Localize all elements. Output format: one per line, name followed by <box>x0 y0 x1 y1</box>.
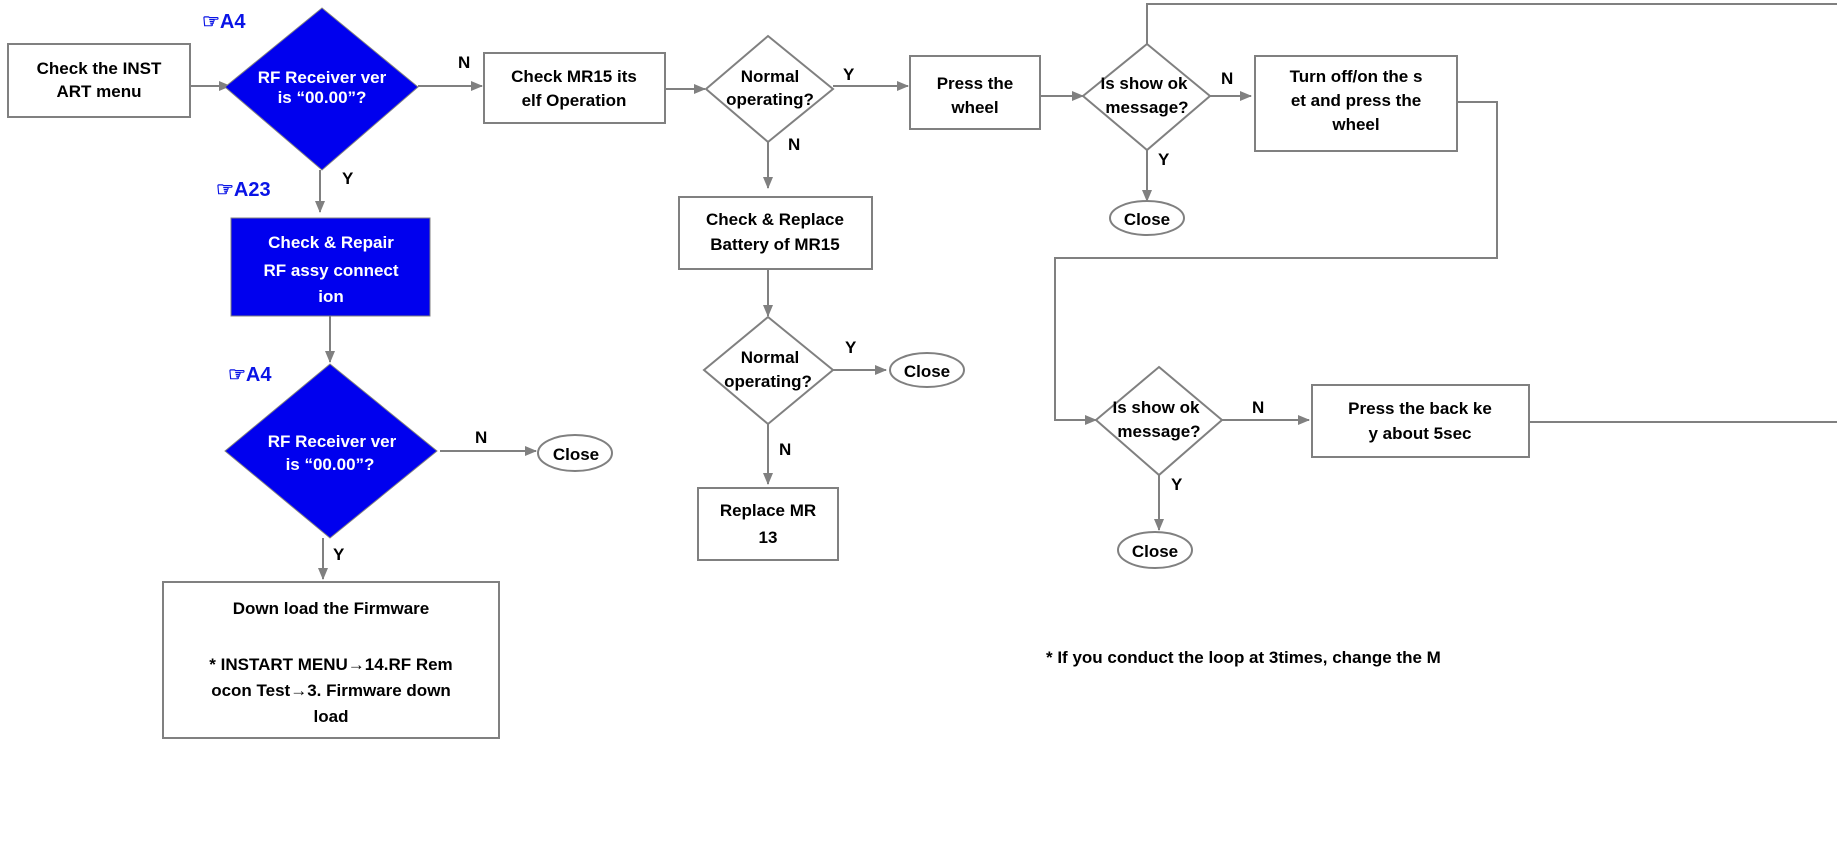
edge-label-n-show-ok-1: N <box>1221 69 1233 88</box>
process-check-replace-battery: Check & Replace Battery of MR15 <box>678 196 873 270</box>
process-press-wheel-line2: wheel <box>950 98 998 117</box>
process-check-inst-art: Check the INST ART menu <box>7 43 191 118</box>
edge-label-n-normal-1: N <box>788 135 800 154</box>
edge-label-y-show-ok-2: Y <box>1171 475 1183 494</box>
decision-show-ok-1-line1: Is show ok <box>1101 74 1188 93</box>
decision-rf-receiver-bottom-line2: is “00.00”? <box>286 455 375 474</box>
edge-label-y-rf-bottom: Y <box>333 545 345 564</box>
download-firmware-note-line1: * INSTART MENU→14.RF Rem <box>209 655 452 674</box>
process-download-firmware: Down load the Firmware * INSTART MENU→14… <box>162 581 500 739</box>
terminator-close-2: Close <box>889 352 965 388</box>
process-press-back-key-line1: Press the back ke <box>1348 399 1492 418</box>
decision-normal-operating-2-line2: operating? <box>724 372 812 391</box>
decision-rf-receiver-top-line1: RF Receiver ver <box>258 68 387 87</box>
process-turn-off-on-line1: Turn off/on the s <box>1290 67 1423 86</box>
edge-label-n-rf-top: N <box>458 53 470 72</box>
edge-label-y-rf-top: Y <box>342 169 354 188</box>
process-check-inst-art-line2: ART menu <box>57 82 142 101</box>
process-turn-off-on: Turn off/on the s et and press the wheel <box>1254 55 1458 152</box>
reference-a23: ☞A23 <box>216 179 271 201</box>
decision-rf-receiver-bottom-line1: RF Receiver ver <box>268 432 397 451</box>
decision-show-ok-1-line2: message? <box>1105 98 1188 117</box>
process-press-wheel-line1: Press the <box>937 74 1014 93</box>
download-firmware-note-line2: ocon Test→3. Firmware down <box>211 681 451 700</box>
decision-show-ok-2-line2: message? <box>1117 422 1200 441</box>
process-press-back-key-line2: y about 5sec <box>1369 424 1472 443</box>
edge-label-n-normal-2: N <box>779 440 791 459</box>
decision-normal-operating-1: Normal operating? <box>704 34 835 144</box>
process-check-mr15-line2: elf Operation <box>522 91 627 110</box>
process-check-repair-rf-line3: ion <box>318 287 344 306</box>
reference-a4-top: ☞A4 <box>202 11 246 33</box>
process-check-repair-rf-line2: RF assy connect <box>263 261 398 280</box>
terminator-close-4-label: Close <box>1132 542 1178 561</box>
terminator-close-1: Close <box>1109 200 1185 236</box>
terminator-close-4: Close <box>1117 531 1193 569</box>
process-check-mr15: Check MR15 its elf Operation <box>483 52 666 124</box>
edge-loop-top <box>1146 3 1837 44</box>
decision-show-ok-1: Is show ok message? <box>1081 42 1212 152</box>
terminator-close-1-label: Close <box>1124 210 1170 229</box>
process-check-mr15-line1: Check MR15 its <box>511 67 637 86</box>
edge-label-n-rf-bottom: N <box>475 428 487 447</box>
edge-label-y-show-ok-1: Y <box>1158 150 1170 169</box>
decision-normal-operating-1-line2: operating? <box>726 90 814 109</box>
download-firmware-title: Down load the Firmware <box>233 599 429 618</box>
edge-turnoff-to-showok2 <box>1054 101 1498 425</box>
decision-normal-operating-2-line1: Normal <box>741 348 800 367</box>
process-check-replace-battery-line1: Check & Replace <box>706 210 844 229</box>
process-turn-off-on-line2: et and press the <box>1291 91 1421 110</box>
terminator-close-3: Close <box>537 434 613 472</box>
download-firmware-note-line3: load <box>314 707 349 726</box>
decision-normal-operating-2: Normal operating? <box>702 315 835 426</box>
decision-rf-receiver-bottom: RF Receiver ver is “00.00”? <box>224 363 438 539</box>
process-replace-mr13: Replace MR 13 <box>697 487 839 561</box>
terminator-close-2-label: Close <box>904 362 950 381</box>
decision-normal-operating-1-line1: Normal <box>741 67 800 86</box>
edge-label-n-show-ok-2: N <box>1252 398 1264 417</box>
terminator-close-3-label: Close <box>553 445 599 464</box>
connectors <box>190 3 1837 580</box>
edge-label-y-normal-1: Y <box>843 65 855 84</box>
decision-rf-receiver-top-line2: is “00.00”? <box>278 88 367 107</box>
process-turn-off-on-line3: wheel <box>1331 115 1379 134</box>
process-press-back-key: Press the back ke y about 5sec <box>1311 384 1530 458</box>
process-check-inst-art-line1: Check the INST <box>37 59 162 78</box>
reference-a4-bottom: ☞A4 <box>228 364 272 386</box>
process-press-wheel: Press the wheel <box>909 55 1041 130</box>
decision-rf-receiver-top: RF Receiver ver is “00.00”? <box>224 7 419 171</box>
decision-show-ok-2-line1: Is show ok <box>1113 398 1200 417</box>
edge-label-y-normal-2: Y <box>845 338 857 357</box>
process-replace-mr13-line2: 13 <box>759 528 778 547</box>
decision-show-ok-2: Is show ok message? <box>1094 365 1224 477</box>
process-check-repair-rf-line1: Check & Repair <box>268 233 394 252</box>
process-check-replace-battery-line2: Battery of MR15 <box>710 235 839 254</box>
footnote: * If you conduct the loop at 3times, cha… <box>1046 648 1441 667</box>
process-check-repair-rf: Check & Repair RF assy connect ion <box>230 217 431 317</box>
process-replace-mr13-line1: Replace MR <box>720 501 816 520</box>
